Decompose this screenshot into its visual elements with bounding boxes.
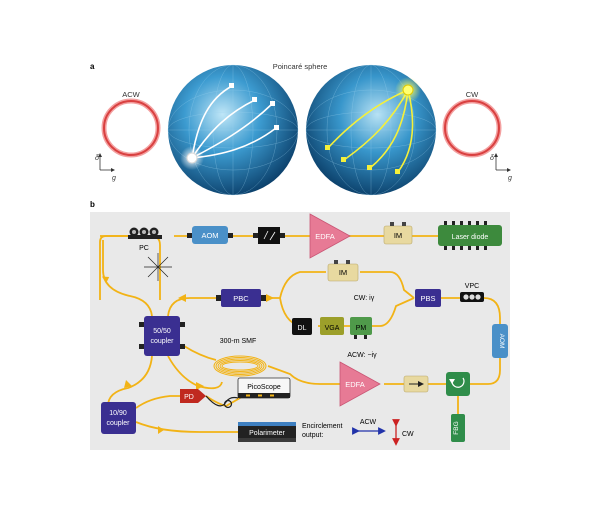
phase-modulator	[350, 317, 372, 335]
delay-line	[292, 318, 312, 335]
cw-legend-label: CW	[402, 431, 414, 438]
photodetector	[180, 389, 206, 403]
im-mid	[327, 263, 359, 282]
vpc-label: VPC	[465, 283, 479, 290]
axis-g-left: g	[112, 175, 116, 182]
axis-g-right: g	[508, 175, 512, 182]
aom-right	[492, 324, 508, 358]
edfa-top-label: EDFA	[315, 232, 335, 241]
coupler-1090	[101, 402, 136, 434]
vga	[320, 317, 344, 335]
polarimeter	[238, 422, 296, 442]
axis-delta-left: δ	[95, 155, 99, 162]
pd-cable	[205, 395, 239, 407]
im-top	[383, 225, 413, 245]
cw-label: CW	[466, 90, 479, 99]
fbg	[451, 414, 465, 442]
polarimeter-label: Polarimeter	[249, 430, 285, 437]
pbc	[221, 289, 261, 307]
encirclement-label-1: Encirclement	[302, 423, 343, 430]
pc-label: PC	[139, 245, 149, 252]
polarization-controller	[128, 227, 162, 239]
aom-top	[192, 226, 228, 244]
edfa-bottom-label: EDFA	[345, 380, 365, 389]
panel-a-label: a	[90, 62, 95, 71]
polarization-star-icon	[144, 253, 172, 281]
pbs	[415, 289, 441, 307]
laser-diode	[438, 225, 502, 246]
axis-delta-right: δ	[490, 155, 494, 162]
right-sphere	[305, 64, 437, 196]
encirclement-label-2: output:	[302, 432, 323, 439]
cw-phase-label: CW: iγ	[354, 295, 375, 302]
circulator	[446, 372, 470, 396]
dl-label: DL	[298, 325, 307, 332]
poincare-title: Poincaré sphere	[273, 62, 328, 71]
vga-label: VGA	[325, 325, 340, 332]
fbg-label: FBG	[453, 421, 460, 434]
coupler-1090-label-2: coupler	[107, 420, 131, 427]
pd-label: PD	[184, 394, 194, 401]
filter-box	[258, 227, 280, 244]
aom-top-label: AOM	[201, 231, 218, 240]
coupler-5050-label-2: coupler	[151, 338, 175, 345]
acw-phase-label: ACW: −iγ	[347, 352, 377, 359]
im-mid-label: IM	[339, 268, 347, 277]
pbc-label: PBC	[233, 294, 249, 303]
pm-label: PM	[356, 325, 367, 332]
coupler-5050	[144, 316, 180, 356]
edfa-bottom	[339, 361, 381, 407]
left-sphere	[167, 64, 299, 196]
panel-b-label: b	[90, 200, 95, 209]
coupler-5050-label-1: 50/50	[153, 328, 171, 335]
im-top-label: IM	[394, 231, 402, 240]
smf-label: 300-m SMF	[220, 338, 257, 345]
acw-label: ACW	[122, 90, 140, 99]
laser-label: Laser diode	[452, 234, 489, 241]
vpc-paddles	[460, 292, 484, 302]
axes-right: δ g	[490, 153, 512, 182]
smf-coil	[213, 355, 267, 377]
acw-ring	[103, 100, 159, 156]
coupler-1090-label-1: 10/90	[109, 410, 127, 417]
picoscope-label: PicoScope	[247, 384, 281, 391]
axes-left: δ g	[95, 153, 116, 182]
aom-right-label: AOM	[498, 334, 505, 349]
cw-ring	[444, 100, 500, 156]
acw-legend-label: ACW	[360, 419, 377, 426]
pbs-label: PBS	[420, 294, 435, 303]
edfa-top	[309, 213, 351, 259]
